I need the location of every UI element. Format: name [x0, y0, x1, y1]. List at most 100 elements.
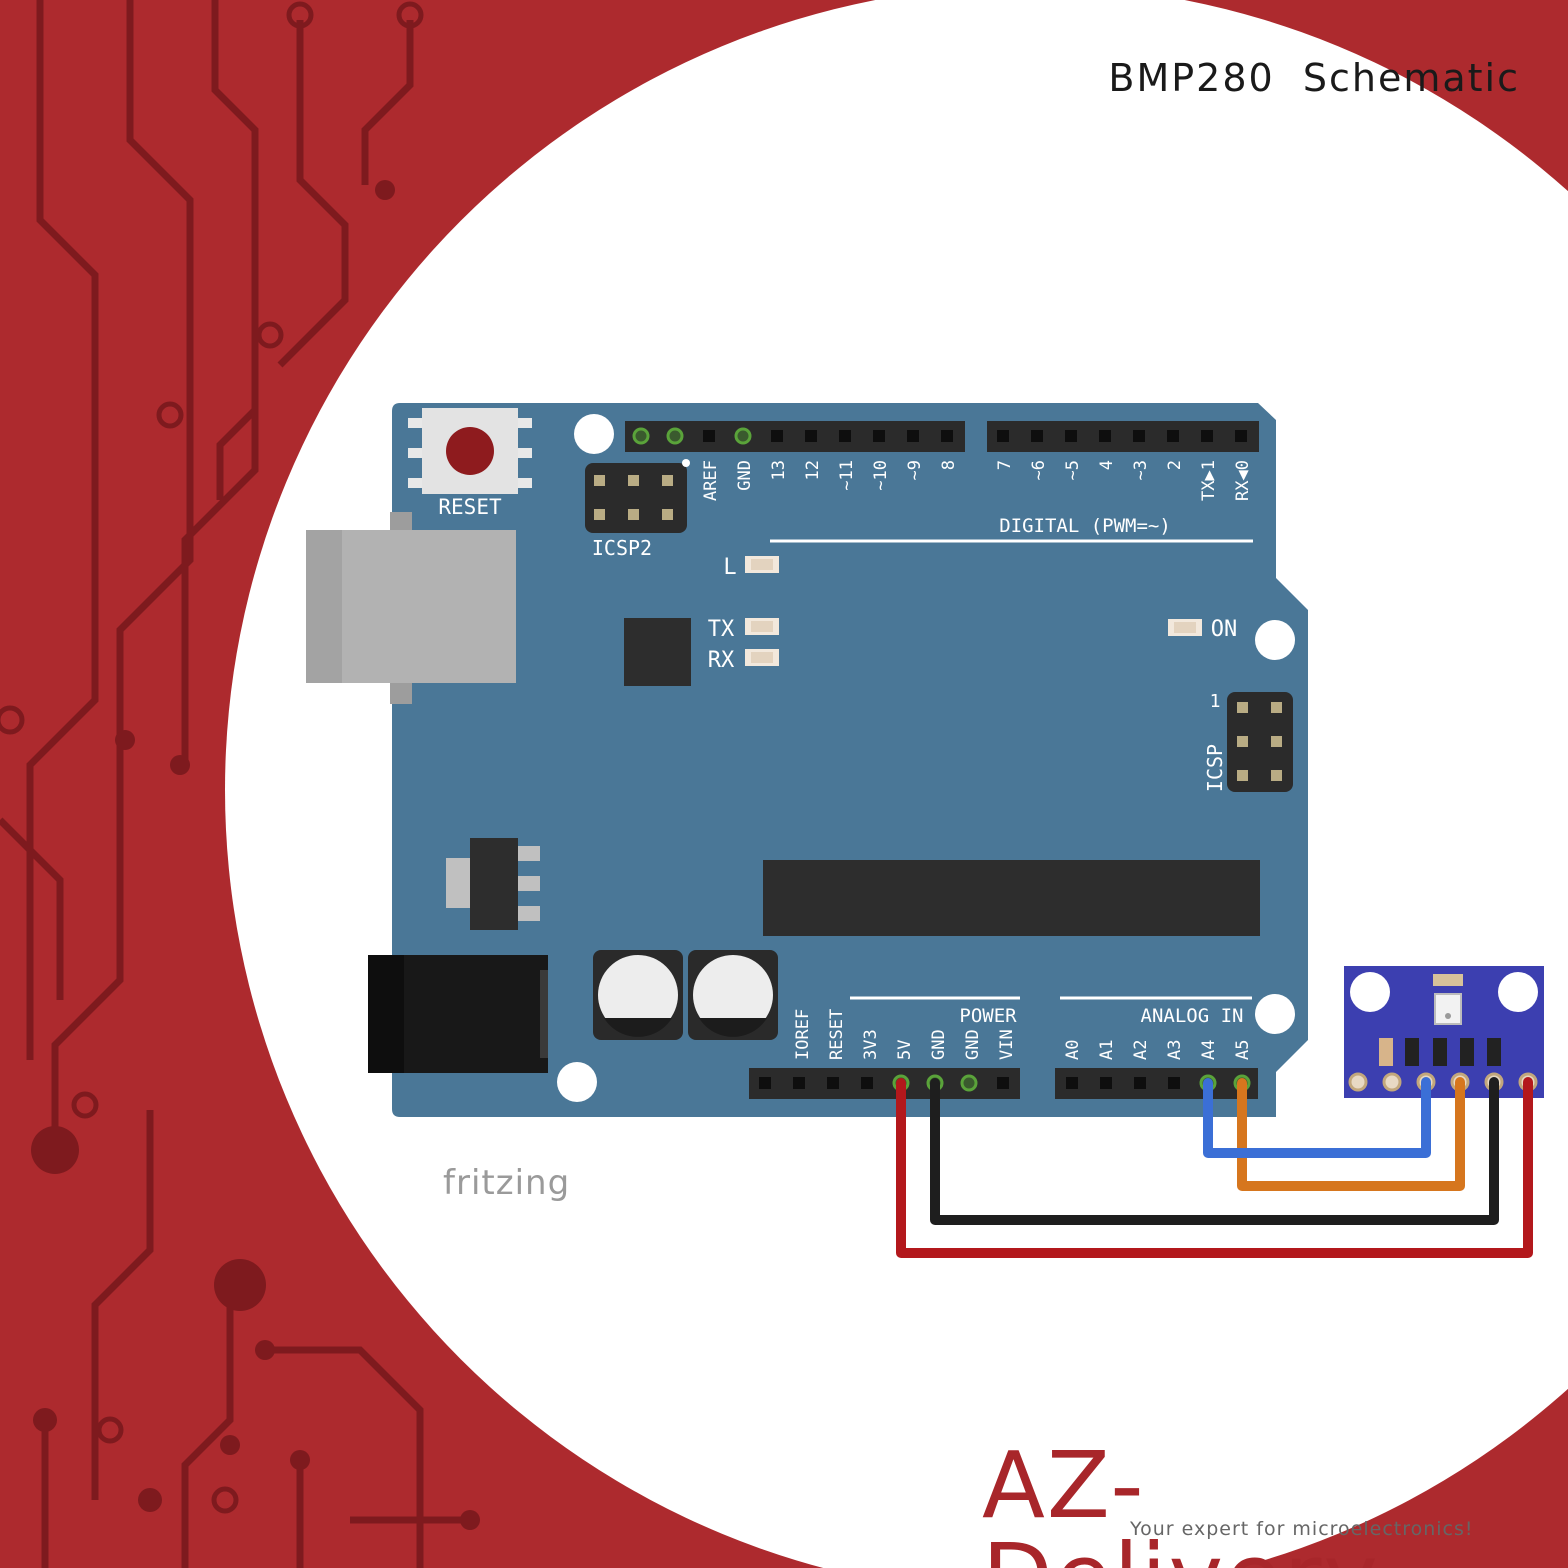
power-header-label: POWER	[959, 1005, 1017, 1027]
header-socket	[1133, 430, 1145, 442]
digital-header-label: DIGITAL (PWM=~)	[999, 515, 1171, 537]
sensor-smd	[1433, 1038, 1447, 1066]
power-pin-label: 3V3	[861, 1029, 881, 1060]
digital-pin-label: ~5	[1063, 460, 1083, 480]
digital-pin-label: TX▶1	[1199, 460, 1219, 501]
header-socket	[1167, 430, 1179, 442]
bmp280-port	[1445, 1013, 1451, 1019]
header-sockets	[632, 427, 1251, 1092]
header-socket	[1134, 1077, 1146, 1089]
sensor-smd	[1460, 1038, 1474, 1066]
icsp-pin1-label: 1	[1210, 691, 1221, 712]
microcontroller-chip	[763, 860, 1260, 936]
pin1-dot	[682, 459, 690, 467]
wire-black-gnd	[930, 1077, 1499, 1225]
analog-header-label: ANALOG IN	[1141, 1005, 1244, 1027]
led-on	[1168, 619, 1202, 636]
header-socket	[963, 1077, 975, 1089]
usb-connector	[306, 512, 516, 704]
brand-tagline: Your expert for microelectronics!	[1130, 1518, 1474, 1540]
header-socket	[771, 430, 783, 442]
header-socket	[1066, 1077, 1078, 1089]
sensor-capacitor	[1379, 1038, 1393, 1066]
digital-pin-label: 2	[1165, 460, 1185, 470]
digital-pin-label: 7	[995, 460, 1015, 470]
led-l	[745, 556, 779, 573]
sensor-smd	[1405, 1038, 1419, 1066]
digital-right-pin-labels: 7 ~6 ~5 4 ~3 2 TX▶1 RX◀0	[995, 460, 1253, 501]
led-on-label: ON	[1211, 617, 1238, 642]
digital-pin-label: AREF	[701, 460, 721, 501]
header-socket	[1031, 430, 1043, 442]
icsp2-header	[585, 463, 687, 533]
mounting-hole	[1255, 994, 1295, 1034]
header-socket-marker	[666, 427, 684, 445]
header-socket	[997, 430, 1009, 442]
sensor-mounting-hole	[1350, 972, 1390, 1012]
analog-pin-label: A1	[1097, 1040, 1117, 1060]
bmp280-sensor-module	[1344, 966, 1544, 1098]
digital-pin-label: 4	[1097, 460, 1117, 470]
led-rx-label: RX	[708, 648, 735, 673]
header-socket-marker	[734, 427, 752, 445]
header-socket	[805, 430, 817, 442]
digital-pin-label: 12	[803, 460, 823, 480]
header-socket	[839, 430, 851, 442]
header-socket	[907, 430, 919, 442]
header-socket	[873, 430, 885, 442]
mounting-hole	[557, 1062, 597, 1102]
header-socket-marker	[632, 427, 650, 445]
header-socket	[827, 1077, 839, 1089]
power-pin-label: 5V	[895, 1040, 915, 1060]
digital-pin-label: GND	[735, 460, 755, 491]
wire-blue-a4	[1203, 1077, 1431, 1158]
digital-pin-label: 13	[769, 460, 789, 480]
header-socket	[793, 1077, 805, 1089]
digital-pin-label: ~11	[837, 460, 857, 491]
voltage-regulator	[446, 838, 540, 930]
digital-pin-label: ~3	[1131, 460, 1151, 480]
capacitor	[593, 950, 683, 1040]
mounting-hole	[1255, 620, 1295, 660]
digital-pin-label: ~10	[871, 460, 891, 491]
digital-header-right	[987, 421, 1259, 452]
header-socket	[669, 430, 681, 442]
icsp2-label: ICSP2	[592, 536, 652, 560]
icsp-header	[1227, 692, 1293, 792]
sensor-smd	[1487, 1038, 1501, 1066]
analog-pin-label: A4	[1199, 1040, 1219, 1060]
header-socket	[1201, 430, 1213, 442]
sensor-resistor	[1433, 974, 1463, 986]
digital-pin-label: RX◀0	[1233, 460, 1253, 501]
header-socket	[997, 1077, 1009, 1089]
header-socket	[1235, 430, 1247, 442]
power-pin-label: IOREF	[793, 1009, 813, 1060]
led-tx	[745, 618, 779, 635]
icsp-label: ICSP	[1203, 744, 1227, 792]
wire-red-5v	[896, 1077, 1533, 1258]
reset-button[interactable]	[408, 408, 532, 494]
led-rx	[745, 649, 779, 666]
sensor-mounting-hole	[1498, 972, 1538, 1012]
circuit-ring-pads	[0, 1, 424, 1514]
power-header	[749, 1068, 1020, 1099]
header-socket	[703, 430, 715, 442]
power-pin-label: RESET	[827, 1009, 847, 1060]
header-socket	[635, 430, 647, 442]
header-socket	[759, 1077, 771, 1089]
power-jack	[368, 955, 548, 1073]
schematic-title: BMP280 Schematic	[1108, 56, 1520, 100]
power-pin-label: GND	[963, 1029, 983, 1060]
wires	[896, 1077, 1533, 1258]
circuit-trace-decoration	[0, 0, 470, 1568]
digital-pin-label: ~6	[1029, 460, 1049, 480]
digital-pin-label: ~9	[905, 460, 925, 480]
power-pin-label: GND	[929, 1029, 949, 1060]
analog-pin-label: A2	[1131, 1040, 1151, 1060]
